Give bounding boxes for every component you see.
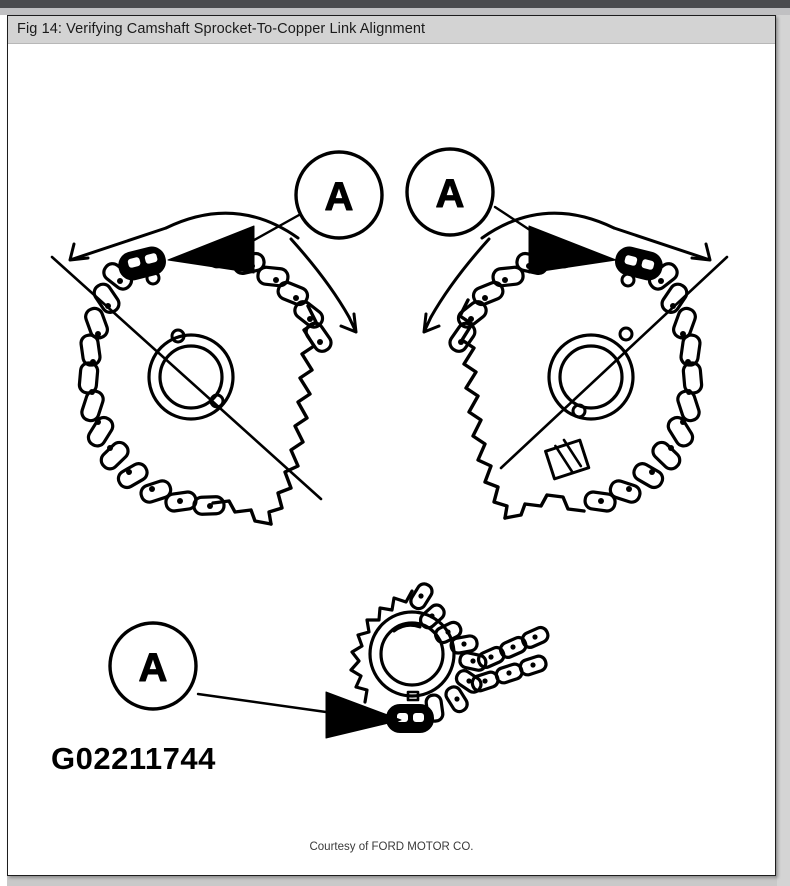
page-right-gutter (777, 15, 790, 886)
callout-bubble-left-label: A (325, 175, 354, 219)
left-rotation-arrow-head-1 (68, 226, 168, 262)
bottom-sprocket-view (196, 582, 550, 739)
callout-bubble-right[interactable]: A (405, 147, 495, 237)
callout-bubble-right-label: A (436, 172, 465, 216)
callout-bubble-left[interactable]: A (294, 150, 384, 240)
figure-title: Fig 14: Verifying Camshaft Sprocket-To-C… (17, 21, 426, 37)
left-rotation-arrow-head-2 (339, 312, 358, 334)
bottom-callout-leader (196, 692, 328, 714)
left-pointer-arrow (167, 225, 255, 274)
callout-bubble-bottom[interactable]: A (108, 621, 198, 711)
window-chrome-sub-bar (0, 8, 790, 15)
right-hatch-marker (544, 438, 591, 481)
page-left-gutter (0, 15, 7, 886)
right-sprocket-teeth (458, 298, 586, 520)
left-alignment-line (50, 255, 323, 501)
technical-diagram: A A A (50, 147, 729, 739)
figure-reference-code: G02211744 (51, 741, 216, 776)
right-rotation-arc-1 (480, 211, 616, 240)
right-callout-leader (493, 205, 550, 244)
left-callout-leader (236, 208, 310, 251)
left-rotation-arc-1 (164, 211, 300, 240)
left-timing-chain (77, 242, 333, 516)
left-sprocket-teeth (211, 304, 318, 526)
right-alignment-line (499, 255, 729, 470)
bottom-timing-chain (409, 582, 550, 723)
left-sprocket-hub (147, 328, 235, 421)
right-rotation-arc-2 (429, 237, 491, 319)
right-sprocket-hub (547, 326, 635, 421)
bottom-sprocket-teeth (349, 589, 414, 704)
window-chrome-top-bar (0, 0, 790, 8)
bottom-pointer-arrow (325, 691, 402, 739)
left-rotation-arc-2 (289, 237, 351, 319)
right-copper-link (615, 246, 663, 288)
left-sprocket-view (50, 208, 358, 526)
figure-credit-line: Courtesy of FORD MOTOR CO. (309, 841, 474, 853)
figure-title-bar: Fig 14: Verifying Camshaft Sprocket-To-C… (8, 16, 775, 44)
left-copper-link (118, 246, 166, 286)
right-sprocket-view (422, 205, 729, 520)
figure-viewer-window: Fig 14: Verifying Camshaft Sprocket-To-C… (7, 15, 776, 876)
callout-bubbles: A A A (108, 147, 495, 711)
right-rotation-arrow-head-2 (422, 312, 441, 334)
figure-canvas: A A A G02211744 Courtesy of FORD (8, 44, 775, 875)
right-pointer-arrow (528, 225, 617, 274)
callout-bubble-bottom-label: A (139, 646, 168, 690)
bottom-sprocket-hub (368, 610, 456, 702)
right-rotation-arrow-head-1 (612, 226, 712, 262)
